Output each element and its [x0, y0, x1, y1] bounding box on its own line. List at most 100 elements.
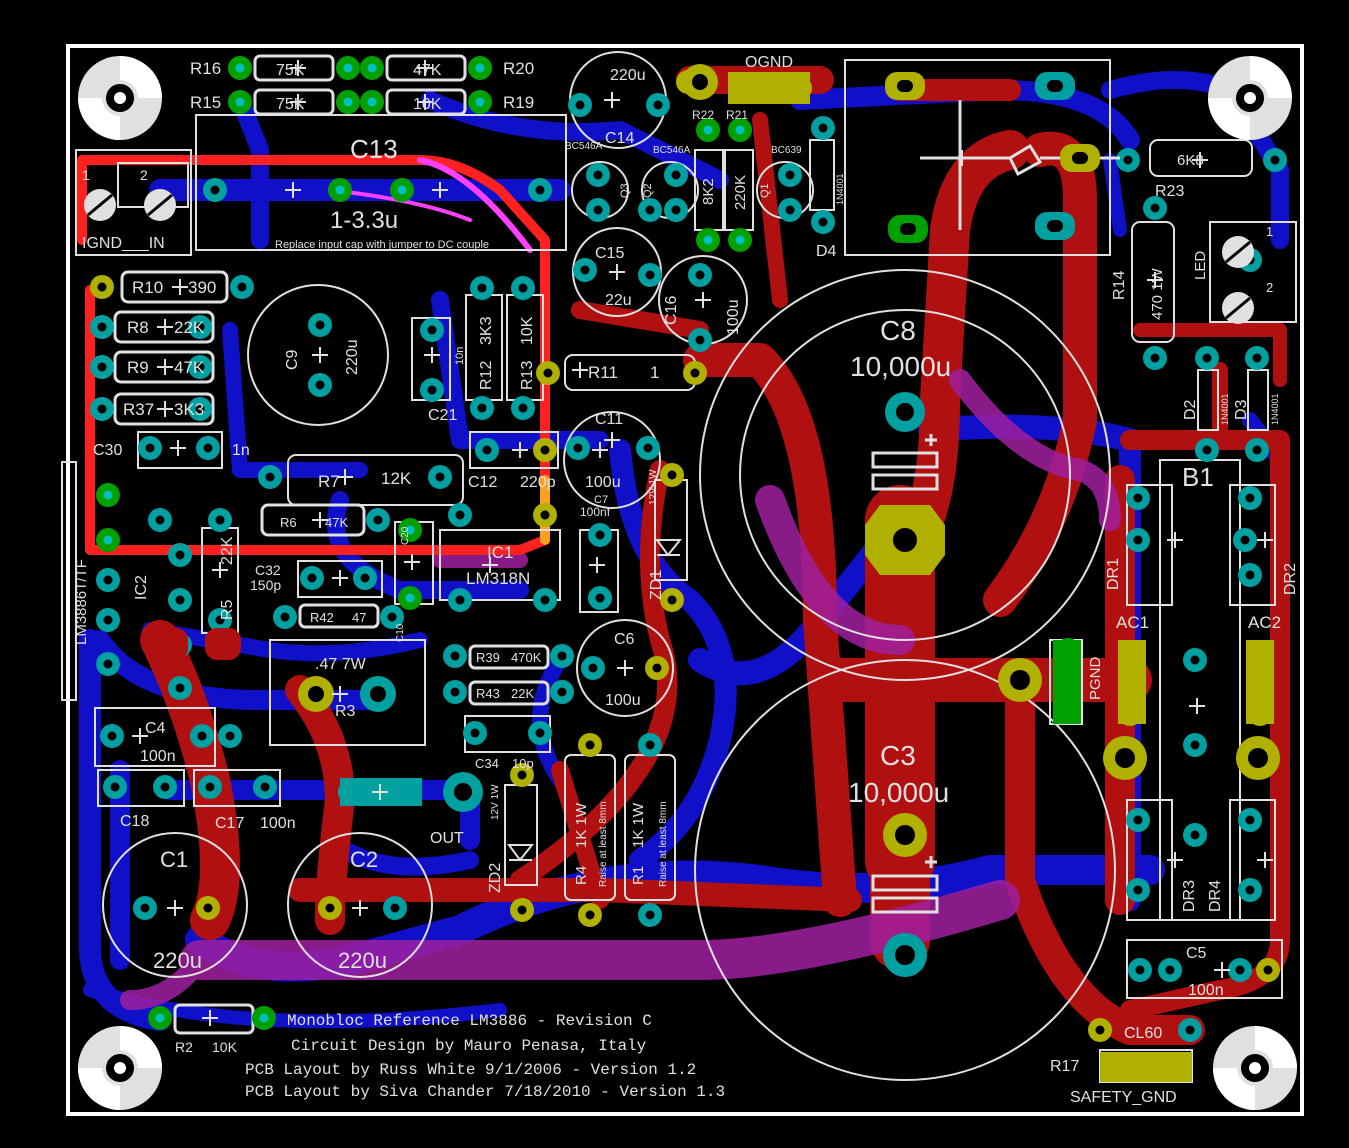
- pad-drill: [427, 325, 437, 335]
- value-c12: 220p: [520, 474, 556, 491]
- pad-drill: [645, 270, 655, 280]
- c2-outline: [287, 832, 433, 978]
- pad-drill: [671, 170, 681, 180]
- pad-drill: [373, 515, 383, 525]
- pad-drill: [470, 728, 480, 738]
- label-r17: R17: [1050, 1058, 1079, 1075]
- pad-drill: [1270, 155, 1280, 165]
- title-line-3: PCB Layout by Russ White 9/1/2006 - Vers…: [245, 1061, 696, 1079]
- center-mark: [1147, 272, 1163, 288]
- label-pgnd: PGND: [1087, 656, 1104, 700]
- pad-drill: [343, 97, 353, 107]
- pad-drill: [482, 445, 492, 455]
- note-r1: Raise at least 8mm: [658, 801, 669, 887]
- pad-drill: [1190, 830, 1200, 840]
- pad-drill: [1240, 535, 1250, 545]
- label-dr3: DR3: [1181, 880, 1198, 912]
- label-q1-type: BC639: [771, 145, 802, 156]
- mounting-hole-icon: [78, 1026, 162, 1110]
- label-r12: R12: [478, 361, 495, 390]
- center-mark: [572, 362, 588, 378]
- value-c15: 22u: [605, 292, 632, 309]
- pad-drill: [518, 403, 528, 413]
- pad-drill: [367, 97, 377, 107]
- label-q2-type: BC546A: [653, 145, 691, 156]
- value-r15: 75K: [276, 96, 305, 113]
- label-c9: C9: [284, 349, 301, 370]
- label-lm3886: LM3886T/TF: [73, 559, 90, 645]
- label-c32: C32: [255, 562, 281, 578]
- pad-drill: [1133, 885, 1143, 895]
- label-r20: R20: [503, 59, 534, 78]
- pad-drill: [280, 612, 290, 622]
- value-r37: 3K3: [174, 400, 204, 419]
- mounting-hole-icon: [1208, 56, 1292, 140]
- pad-drill: [1202, 445, 1212, 455]
- c6-outline: [576, 619, 674, 717]
- pad-drill: [155, 1013, 165, 1023]
- pad-drill: [205, 782, 215, 792]
- center-mark: [604, 432, 620, 448]
- pin-label: 1: [1266, 224, 1273, 239]
- label-dr2: DR2: [1282, 563, 1299, 595]
- value-r3: .47 7W: [315, 656, 367, 673]
- pad-drill: [477, 283, 487, 293]
- value-r42: 47: [352, 610, 366, 625]
- pad-drill: [140, 903, 150, 913]
- center-mark: [372, 784, 388, 800]
- pad-drill: [818, 123, 828, 133]
- pin-label: 1: [82, 167, 90, 183]
- pad-drill: [455, 595, 465, 605]
- pad-drill: [785, 170, 795, 180]
- pad-drill: [595, 530, 605, 540]
- pad-drill: [1133, 535, 1143, 545]
- pad-drill: [517, 770, 527, 780]
- title-line-1: Monobloc Reference LM3886 - Revision C: [287, 1012, 652, 1030]
- value-r6: 47K: [325, 515, 348, 530]
- value-r2: 10K: [212, 1039, 238, 1055]
- title-line-2: Circuit Design by Mauro Penasa, Italy: [291, 1037, 647, 1055]
- pad-drill: [390, 903, 400, 913]
- pad-drill: [1123, 155, 1133, 165]
- label-r8: R8: [127, 318, 149, 337]
- center-mark: [417, 60, 433, 76]
- terminal-blocks: [84, 162, 1254, 324]
- value-r10: 390: [188, 278, 216, 297]
- label-d2: D2: [1182, 399, 1199, 420]
- label-safety-gnd: SAFETY_GND: [1070, 1089, 1177, 1106]
- pad-drill: [1245, 885, 1255, 895]
- pad-drill: [1133, 815, 1143, 825]
- pad-drill: [235, 97, 245, 107]
- value-c4: 100n: [140, 748, 176, 765]
- pad-drill: [195, 322, 205, 332]
- pad-drill: [450, 687, 460, 697]
- center-mark: [617, 660, 633, 676]
- note-c13: Replace input cap with jumper to DC coup…: [275, 239, 489, 251]
- label-c8: C8: [880, 315, 916, 346]
- value-c13: 1-3.3u: [330, 207, 398, 234]
- pad-drill: [735, 235, 745, 245]
- center-mark: [352, 900, 368, 916]
- pad-drill: [107, 731, 117, 741]
- pad-drill: [265, 472, 275, 482]
- value-r22: 8K2: [700, 178, 717, 205]
- pad-drill: [695, 270, 705, 280]
- pad-drill: [397, 185, 407, 195]
- label-r5: R5: [219, 599, 236, 620]
- pad-drill: [435, 472, 445, 482]
- value-r14: 470 1W: [1149, 267, 1166, 320]
- value-c14: 220u: [610, 67, 646, 84]
- pad-drill: [387, 612, 397, 622]
- c11-outline: [563, 411, 661, 509]
- pad-drill: [97, 362, 107, 372]
- pad-drill: [195, 362, 205, 372]
- value-r16: 75K: [276, 62, 305, 79]
- center-mark: [157, 359, 173, 375]
- pad-drill: [1252, 353, 1262, 363]
- pad-drill: [175, 683, 185, 693]
- note-r4: Raise at least 8mm: [598, 801, 609, 887]
- value-r1: 1K 1W: [630, 802, 647, 848]
- pad-drill: [703, 235, 713, 245]
- label-r2: R2: [175, 1039, 193, 1055]
- pad-drill: [785, 205, 795, 215]
